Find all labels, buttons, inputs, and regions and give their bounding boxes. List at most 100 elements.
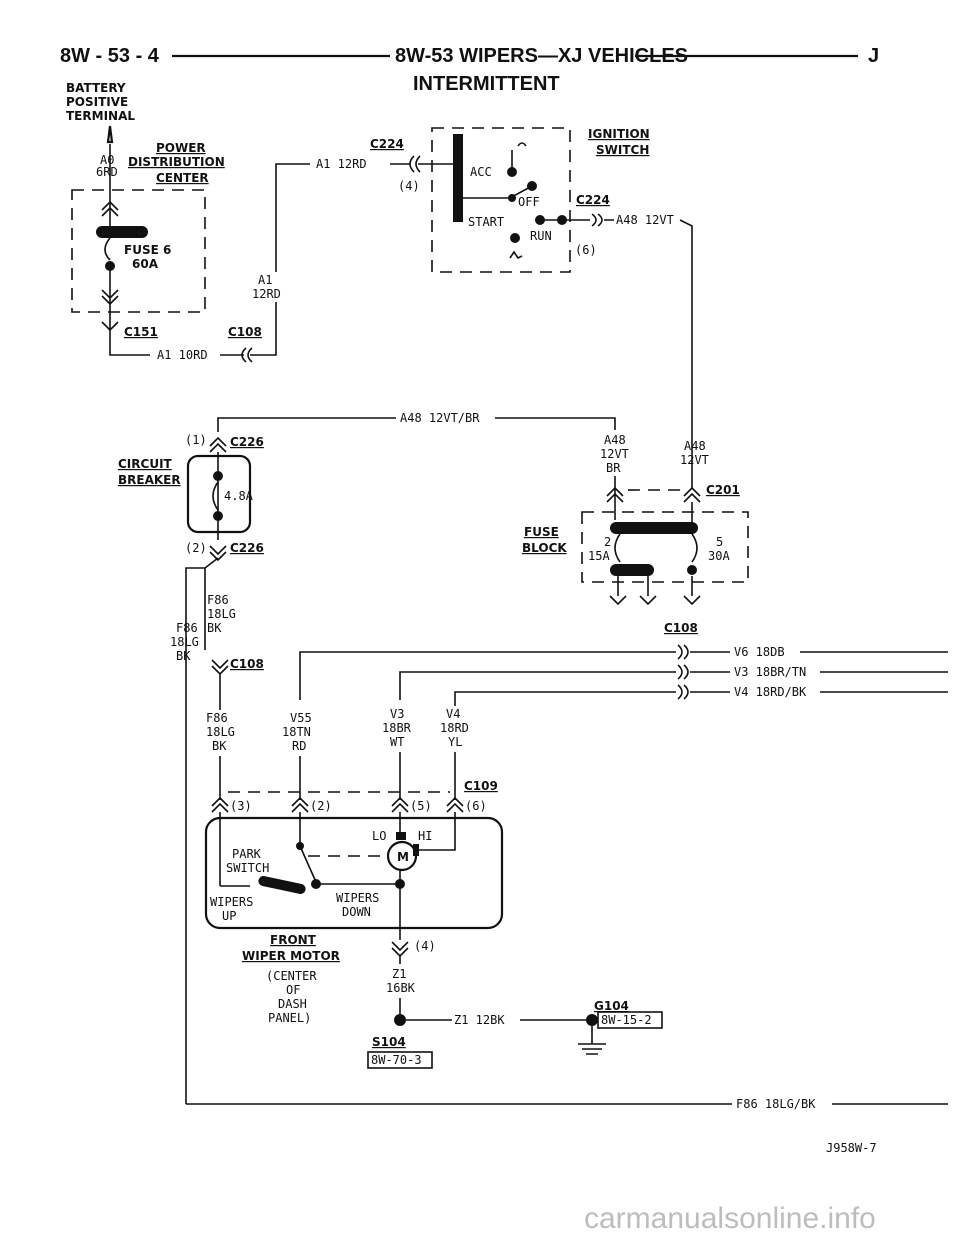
power-distribution-center: POWER DISTRIBUTION CENTER FUSE 6 60A C15… <box>71 141 462 363</box>
wire-12vt-b: 12VT <box>680 453 709 467</box>
wire-v3: V3 18BR/TN <box>734 665 806 679</box>
wire-a0: A0 <box>100 153 114 167</box>
breaker-box <box>186 454 252 534</box>
ign-acc: ACC <box>470 165 492 179</box>
fuse-block-label-1: FUSE <box>524 525 559 539</box>
connector-c108-mid: C108 <box>230 657 264 671</box>
wire-a48-a: A48 <box>604 433 626 447</box>
motor-pin-2: (2) <box>310 799 332 813</box>
wire-bk-b: BK <box>176 649 191 663</box>
connector-c108-top: C108 <box>228 325 262 339</box>
motor-title-1: FRONT <box>270 933 317 947</box>
front-wiper-motor: PARK SWITCH WIPERS UP WIPERS DOWN LO HI … <box>204 812 504 940</box>
pdc-label-1: POWER <box>156 141 206 155</box>
breaker-label-1: CIRCUIT <box>118 457 173 471</box>
wire-18lg-a: 18LG <box>207 607 236 621</box>
fuse-block: A48 12VT BR A48 12VT C201 FUSE BLOCK 2 1… <box>522 433 749 606</box>
motor-lo: LO <box>372 829 386 843</box>
ground-pin-4: (4) <box>414 939 436 953</box>
fuse-2-rating: 15A <box>588 549 610 563</box>
connector-c226-bottom: C226 <box>230 541 264 555</box>
fuse-6-rating: 60A <box>132 257 159 271</box>
circuit-breaker: A48 12VT/BR (1) C226 CIRCUIT BREAKER 4.8… <box>118 411 616 1104</box>
wire-v55: V55 <box>290 711 312 725</box>
breaker-label-2: BREAKER <box>118 473 181 487</box>
wire-v3-b: V3 <box>390 707 404 721</box>
c108-harness: C108 V6 18DB V3 18BR/TN V4 18RD/BK <box>299 621 948 706</box>
battery-label-1: BATTERY <box>66 81 126 95</box>
wire-v4-b: V4 <box>446 707 460 721</box>
pin-2: (2) <box>185 541 207 555</box>
wire-f86-a: F86 <box>207 593 229 607</box>
watermark: carmanualsonline.info <box>584 1202 876 1235</box>
pin-4: (4) <box>398 179 420 193</box>
fuse-5-rating: 30A <box>708 549 730 563</box>
wipers-down-2: DOWN <box>342 905 371 919</box>
wire-a48-12vt-br: A48 12VT/BR <box>400 411 480 425</box>
wire-f86-bottom: F86 18LG/BK <box>736 1097 816 1111</box>
motor-location-3: DASH <box>278 997 307 1011</box>
ground-g104: G104 <box>594 999 629 1013</box>
wire-z1: Z1 <box>392 967 406 981</box>
fuse-6-label: FUSE 6 <box>124 243 171 257</box>
connector-c151: C151 <box>124 325 158 339</box>
fuse-block-label-2: BLOCK <box>522 541 567 555</box>
f86-return: F86 18LG/BK <box>186 1097 948 1111</box>
motor-pin-3: (3) <box>230 799 252 813</box>
wire-v4: V4 18RD/BK <box>734 685 807 699</box>
wire-18br: 18BR <box>382 721 412 735</box>
park-switch-contact <box>258 876 306 894</box>
wire-a48-b: A48 <box>684 439 706 453</box>
wire-18lg-b: 18LG <box>170 635 199 649</box>
ground-circuit: (4) Z1 16BK Z1 12BK G104 8W-15-2 S104 8W… <box>367 939 663 1069</box>
wire-f86-b: F86 <box>176 621 198 635</box>
ground-g104-ref: 8W-15-2 <box>601 1013 652 1027</box>
motor-pin-6: (6) <box>465 799 487 813</box>
battery-label-3: TERMINAL <box>66 109 135 123</box>
wire-12vt-a: 12VT <box>600 447 629 461</box>
ignition-switch: C224 (4) IGNITION SWITCH ACC OFF START R… <box>370 127 693 488</box>
pin-1: (1) <box>185 433 207 447</box>
park-label-2: SWITCH <box>226 861 269 875</box>
park-label-1: PARK <box>232 847 262 861</box>
wire-a1-10rd: A1 10RD <box>157 348 208 362</box>
wire-a1-12rd: A1 12RD <box>316 157 367 171</box>
ign-run: RUN <box>530 229 552 243</box>
motor-pin-5: (5) <box>410 799 432 813</box>
fuse-block-bottom-bus <box>610 564 654 576</box>
page-header: 8W - 53 - 4 8W-53 WIPERS—XJ VEHICLES J I… <box>60 45 879 95</box>
wipers-up-2: UP <box>222 909 236 923</box>
ground-g104-eyelet <box>586 1014 598 1026</box>
motor-caption: FRONT WIPER MOTOR (CENTER OF DASH PANEL) <box>242 933 340 1025</box>
wire-12rd: 12RD <box>252 287 281 301</box>
ignition-label-2: SWITCH <box>596 143 649 157</box>
motor-m: M <box>397 850 409 864</box>
wire-18rd: 18RD <box>440 721 469 735</box>
connector-c226-top: C226 <box>230 435 264 449</box>
connector-c224-right: C224 <box>576 193 610 207</box>
connector-c108-right: C108 <box>664 621 698 635</box>
ign-start: START <box>468 215 504 229</box>
connector-c109: C109 <box>464 779 498 793</box>
wire-f86-c: F86 <box>206 711 228 725</box>
pdc-label-3: CENTER <box>156 171 209 185</box>
wipers-down-1: WIPERS <box>336 891 379 905</box>
motor-housing <box>204 816 504 930</box>
wire-br-a: BR <box>606 461 621 475</box>
page-suffix: J <box>868 45 879 67</box>
motor-feeds: V55 18TN RD V3 18BR WT V4 18RD YL C109 (… <box>211 707 498 813</box>
wire-18lg-c: 18LG <box>206 725 235 739</box>
motor-location-2: OF <box>286 983 300 997</box>
wire-a48-12vt: A48 12VT <box>616 213 674 227</box>
wire-wt: WT <box>390 735 404 749</box>
wire-bk-a: BK <box>207 621 222 635</box>
wire-16bk: 16BK <box>386 981 416 995</box>
pin-6-top: (6) <box>575 243 597 257</box>
wire-z1-12bk: Z1 12BK <box>454 1013 505 1027</box>
wire-6rd: 6RD <box>96 165 118 179</box>
breaker-rating: 4.8A <box>224 489 254 503</box>
splice-s104-ref: 8W-70-3 <box>371 1053 422 1067</box>
splice-s104-label: S104 <box>372 1035 406 1049</box>
fuse-6-body <box>96 226 148 238</box>
motor-location-4: PANEL) <box>268 1011 311 1025</box>
